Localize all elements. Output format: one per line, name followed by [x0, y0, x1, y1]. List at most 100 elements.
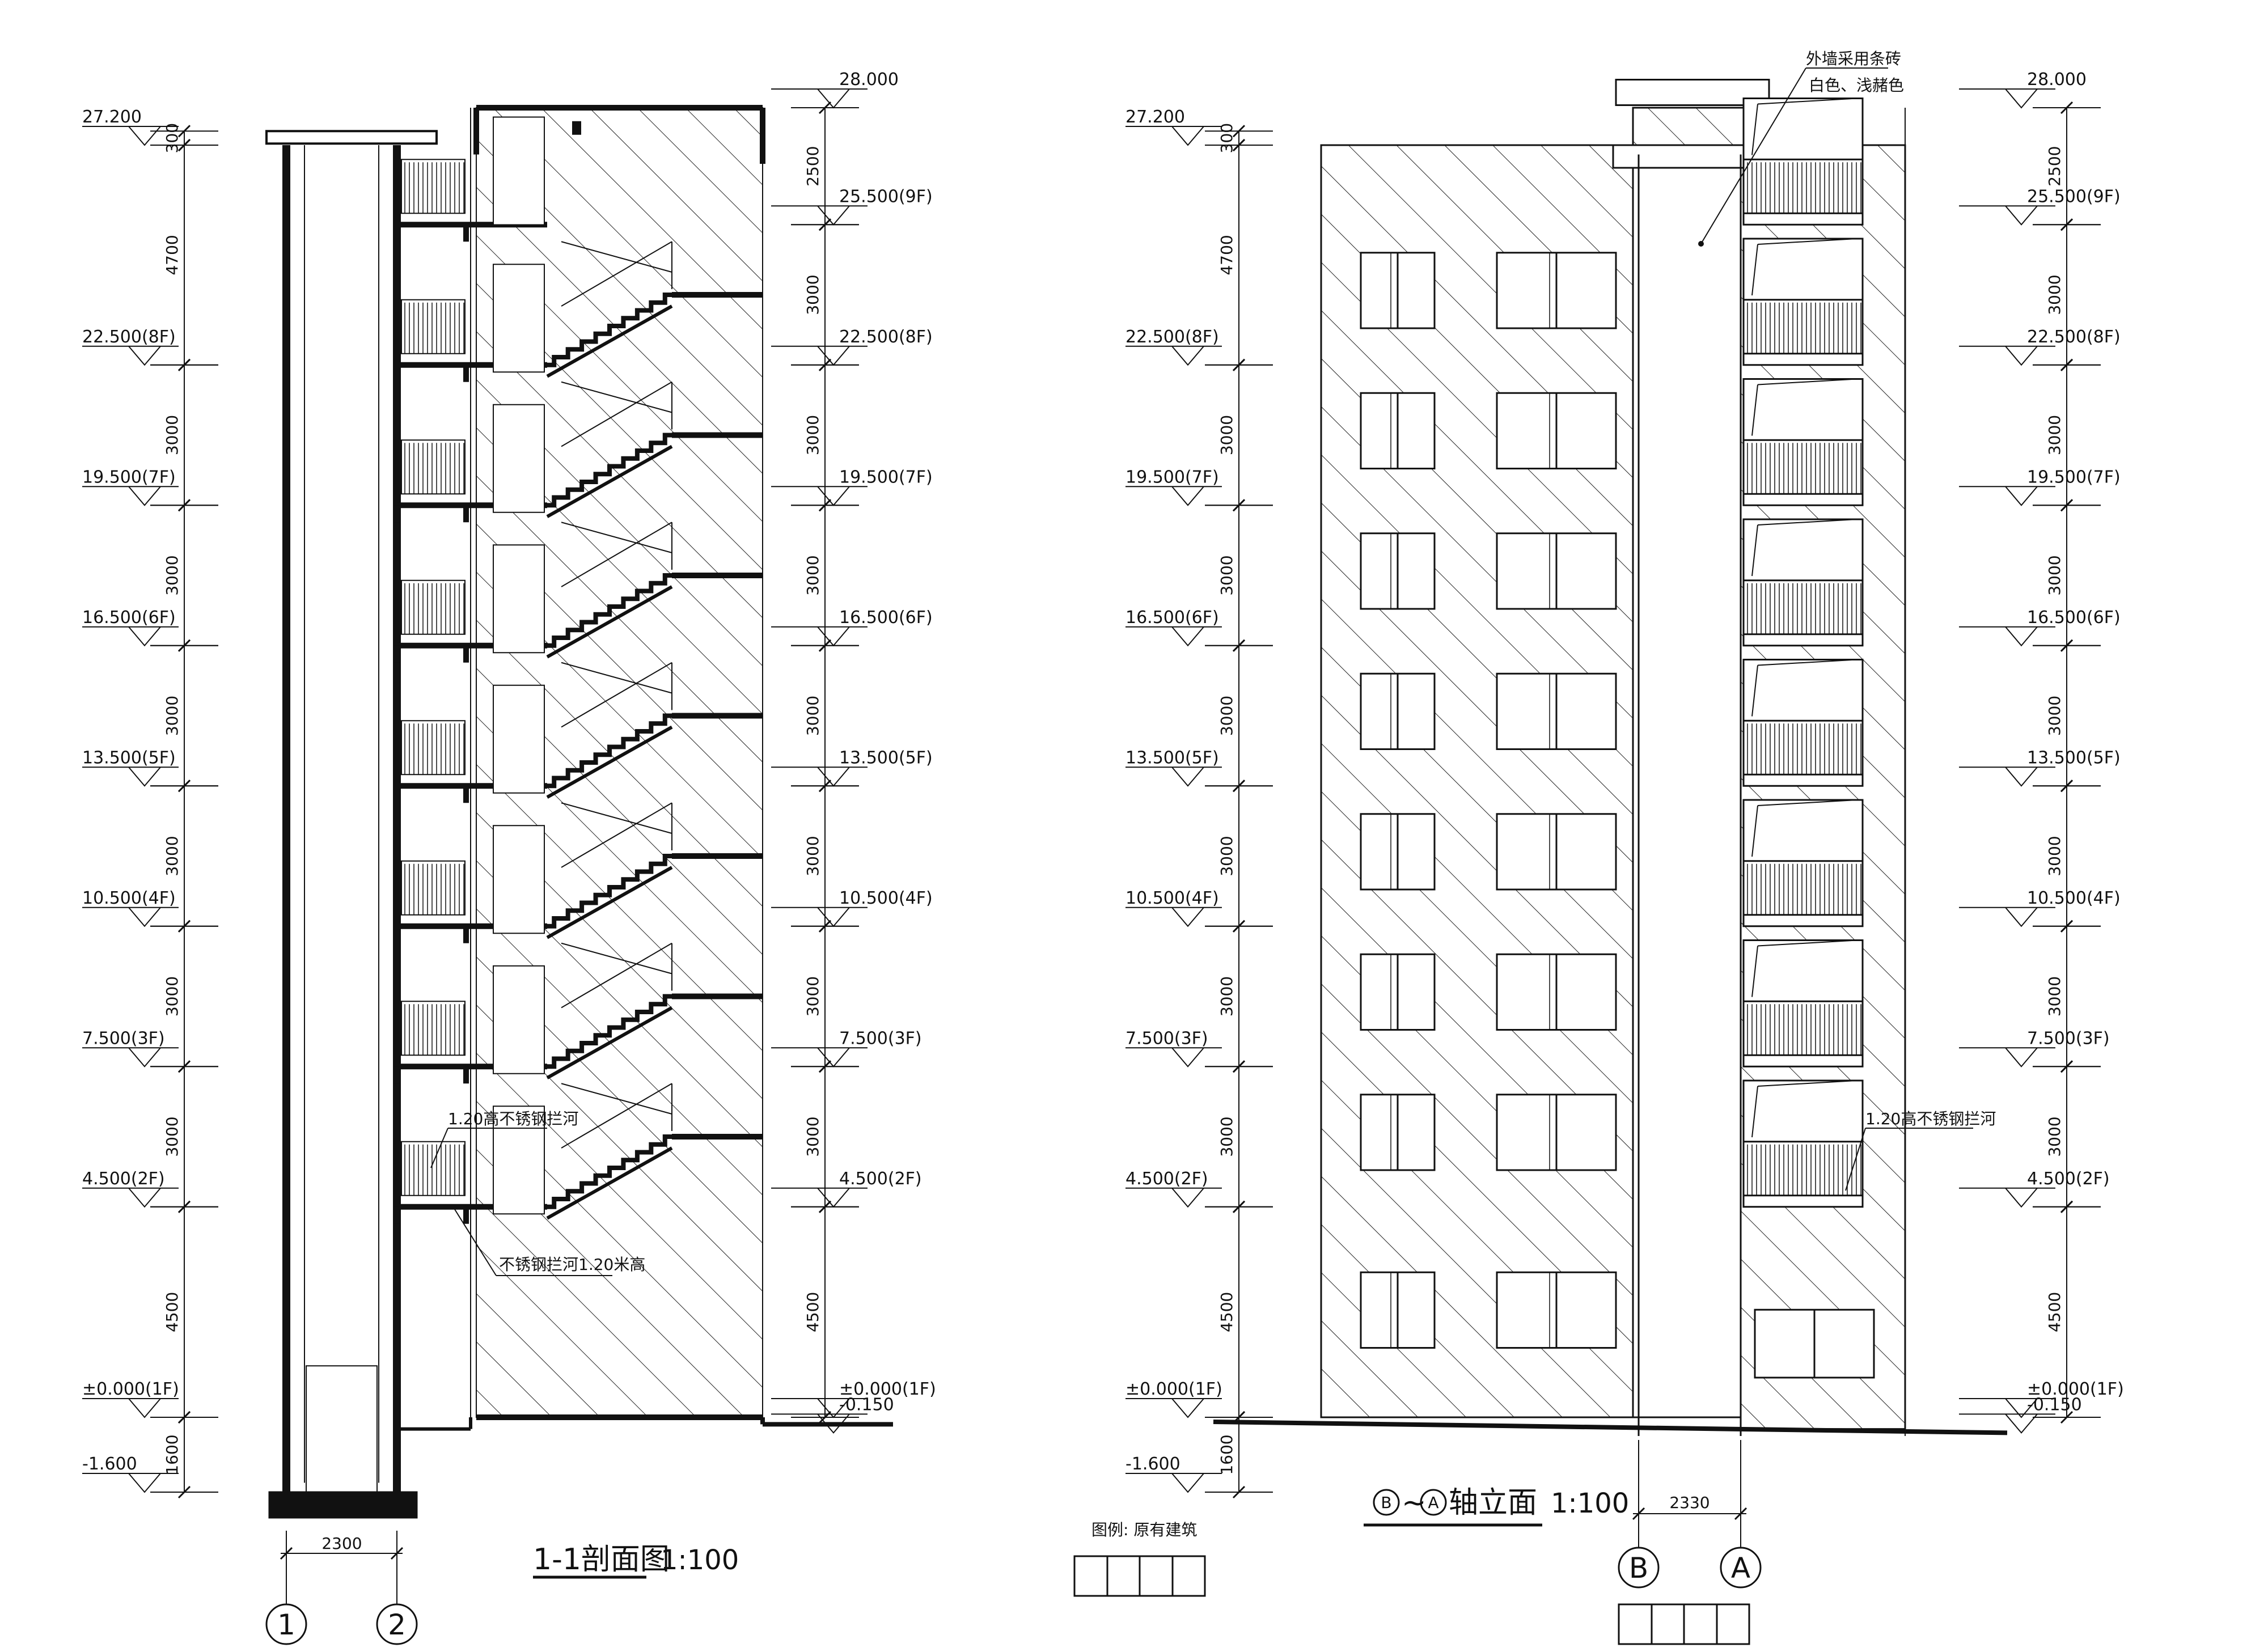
legend-label: 图例: 原有建筑: [1091, 1520, 1197, 1539]
dim-label: 3000: [1217, 976, 1236, 1016]
balcony-railing: [1742, 860, 1864, 916]
stair-balustrade: [561, 241, 672, 273]
level-marker: 19.500(7F): [82, 467, 179, 506]
dim-label: 3000: [2045, 274, 2064, 315]
ground-line-sloped: [1213, 1420, 2008, 1435]
dim-label: 3000: [2045, 836, 2064, 876]
level-marker: 16.500(6F): [1125, 608, 1222, 647]
stair-flight-soffit: [546, 1146, 673, 1220]
level-marker: 7.500(3F): [771, 1028, 922, 1068]
dim-tick: [2060, 358, 2074, 371]
level-marker: 7.500(3F): [82, 1028, 179, 1068]
balcony-ceiling-line: [1757, 238, 1857, 245]
level-label: 10.500(4F): [82, 888, 176, 908]
stair-flight: [547, 433, 672, 508]
wall-material-note: 外墙采用条砖: [1806, 49, 1901, 68]
level-marker-triangle: [128, 766, 161, 787]
stair-door: [493, 404, 545, 513]
balcony-ceiling-line: [1757, 519, 1857, 526]
level-label: 27.200: [82, 107, 142, 127]
dim-label: 4700: [163, 235, 181, 275]
elevation-railing-note: 1.20高不锈钢拦河: [1865, 1109, 1996, 1128]
level-marker: 13.500(5F): [1125, 748, 1222, 787]
level-marker-triangle: [128, 626, 161, 647]
elevation-width-dimension: [1632, 1440, 1747, 1548]
stair-door: [493, 264, 545, 373]
return-flight: [561, 381, 672, 447]
balcony-railing: [1742, 1141, 1864, 1197]
level-label: 16.500(6F): [839, 608, 933, 628]
stair-balustrade: [561, 522, 672, 553]
corridor-railing: [401, 1001, 466, 1056]
level-label: 13.500(5F): [839, 748, 933, 768]
dim-label: 1600: [163, 1434, 181, 1475]
dim-tick: [177, 1060, 191, 1073]
level-marker: 10.500(4F): [1125, 888, 1222, 927]
balcony-ceiling-edge: [1751, 946, 1758, 997]
level-marker-triangle: [1171, 1473, 1204, 1493]
dim-label: 3000: [163, 696, 181, 736]
dim-label: 3000: [1217, 555, 1236, 595]
dim-label: 4500: [803, 1292, 822, 1332]
stair-balustrade: [561, 662, 672, 694]
stair-flight-soffit: [546, 866, 673, 939]
dim-tick: [1232, 639, 1246, 652]
facade-recess: [1632, 144, 1742, 1418]
stair-flight: [547, 854, 672, 929]
level-label: 25.500(9F): [2027, 187, 2121, 206]
level-marker: 25.500(9F): [1959, 187, 2121, 226]
elevation-width-label: 2330: [1669, 1493, 1710, 1512]
balcony-railing: [1742, 719, 1864, 776]
dim-label: 300: [163, 123, 181, 153]
stair-balustrade: [561, 802, 672, 834]
level-marker-triangle: [2005, 907, 2038, 927]
corridor-railing: [401, 860, 466, 916]
stair-flight-soffit: [546, 444, 673, 518]
dim-label: 3000: [803, 415, 822, 455]
legend-swatch-left: [1073, 1555, 1206, 1597]
section-1-1: [265, 105, 893, 1519]
level-label: 13.500(5F): [2027, 748, 2121, 768]
dim-label: 2500: [803, 146, 822, 186]
dim-label: 3000: [1217, 696, 1236, 736]
dim-label: 2500: [2045, 146, 2064, 186]
dim-label: 3000: [803, 976, 822, 1016]
level-label: 4.500(2F): [839, 1169, 922, 1189]
level-label: 4.500(2F): [2027, 1169, 2110, 1189]
level-label: 10.500(4F): [839, 888, 933, 908]
dim-tick: [818, 920, 832, 933]
level-marker-triangle: [1171, 1188, 1204, 1208]
level-marker: 10.500(4F): [82, 888, 179, 927]
elevation-title-axis-b: B: [1381, 1493, 1391, 1512]
wall-note-dot: [1698, 241, 1704, 247]
stair-door: [493, 684, 545, 794]
dim-label: 3000: [803, 555, 822, 595]
level-marker: 19.500(7F): [771, 467, 933, 506]
dim-tick: [1232, 499, 1246, 512]
dim-label: 3000: [1217, 1116, 1236, 1157]
dim-tick: [177, 125, 191, 138]
level-label: 19.500(7F): [839, 467, 933, 487]
dim-tick: [177, 499, 191, 512]
dim-label: 3000: [2045, 696, 2064, 736]
level-label: 16.500(6F): [2027, 608, 2121, 628]
level-marker: 13.500(5F): [771, 748, 933, 787]
stair-flight: [547, 994, 672, 1069]
dim-tick: [818, 218, 832, 231]
dim-tick: [177, 780, 191, 793]
dim-label: 3000: [2045, 415, 2064, 455]
level-label: 25.500(9F): [839, 187, 933, 206]
dim-label: 4500: [1217, 1292, 1236, 1332]
level-label: 22.500(8F): [839, 327, 933, 347]
balcony-ceiling-edge: [1751, 665, 1758, 717]
level-marker-triangle: [817, 1047, 850, 1068]
dim-tick: [2060, 1410, 2074, 1424]
axis-b-label: B: [1629, 1552, 1648, 1585]
level-marker-triangle: [2005, 1188, 2038, 1208]
level-label: 22.500(8F): [1125, 327, 1219, 347]
balcony-ceiling-line: [1757, 378, 1857, 386]
level-marker-triangle: [817, 1188, 850, 1208]
